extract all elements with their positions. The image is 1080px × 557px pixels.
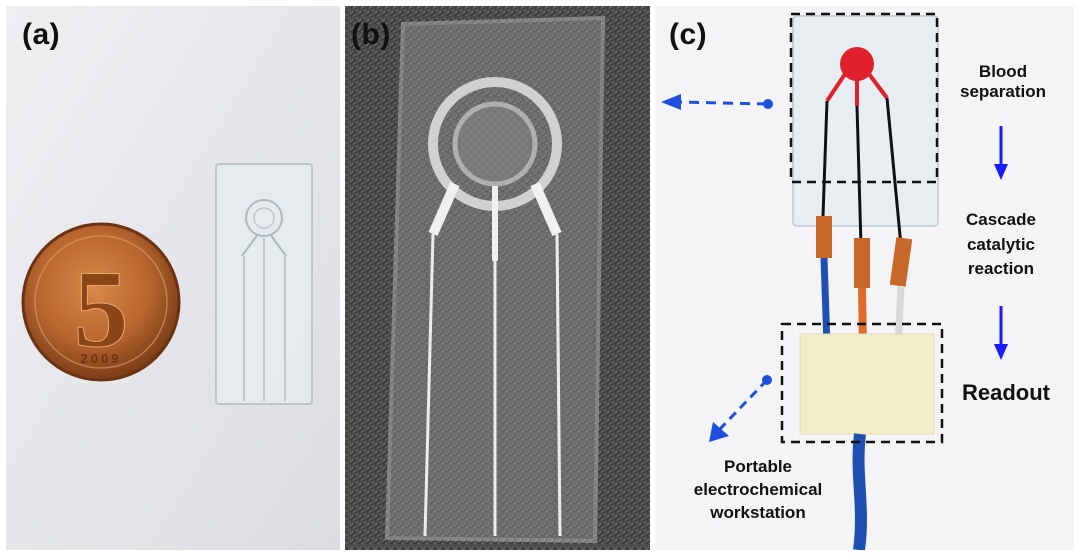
panel-c: (c) Blood separation Cascade catalytic r…: [655, 6, 1074, 550]
readout-module: [799, 333, 935, 435]
panel-b-photo: [345, 6, 650, 550]
coin-year: 2009: [81, 351, 122, 366]
dashed-box-readout: [780, 322, 944, 444]
dashed-arrow-left: [661, 94, 773, 110]
blood-drop: [840, 47, 874, 81]
panel-b: (b): [345, 6, 650, 550]
arrow-down-1: [994, 126, 1008, 180]
panel-c-photo: [655, 6, 1074, 550]
panel-a: 5 2009 (a): [6, 6, 340, 550]
annotation-cascade-reaction: Cascade catalytic reaction: [966, 210, 1036, 279]
copper-clip-left: [816, 216, 832, 258]
annotation-readout: Readout: [962, 380, 1050, 405]
panel-label-b: (b): [351, 18, 391, 51]
dashed-box-chip: [789, 12, 939, 184]
coin-image: 5 2009: [21, 222, 181, 382]
coin-numeral: 5: [74, 248, 129, 370]
annotation-portable-workstation: Portable electrochemical workstation: [693, 457, 823, 522]
chip-closeup: [384, 15, 606, 544]
chip-small: [215, 163, 313, 405]
arrow-down-2: [994, 306, 1008, 360]
panel-label-a: (a): [22, 18, 61, 51]
copper-clip-right: [889, 237, 913, 287]
annotation-blood-separation: Blood separation: [960, 62, 1046, 102]
copper-clip-middle: [854, 238, 870, 288]
dashed-arrow-down-left: [709, 375, 772, 442]
panel-label-c: (c): [669, 18, 708, 51]
panel-a-photo: 5 2009: [6, 6, 340, 550]
